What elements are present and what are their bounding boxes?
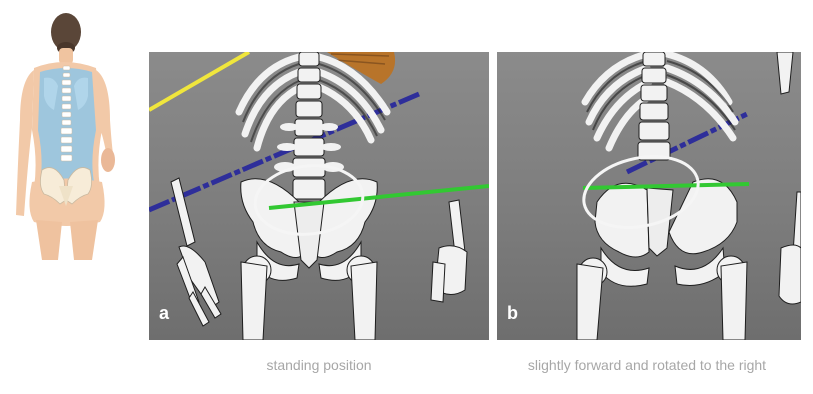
panel-b-label: b [507,304,518,322]
spine [61,66,72,161]
panel-a-standing: a [149,52,489,340]
vertebrae [293,52,325,199]
back-anatomy-illustration [4,10,116,260]
skeleton-render-forward-rotated [497,52,801,340]
panel-b-forward-rotated: b [497,52,801,340]
right-hand-bones [431,200,467,302]
caption-panel-b: slightly forward and rotated to the righ… [512,357,782,374]
skeleton-render-standing [149,52,489,340]
right-hand-bones [779,192,801,304]
yellow-axis-line [149,52,249,110]
panel-a-label: a [159,304,169,322]
vertebrae [638,52,670,160]
left-arm-bones [171,178,221,326]
pelvis [595,183,649,257]
caption-panel-a: standing position [219,357,419,374]
